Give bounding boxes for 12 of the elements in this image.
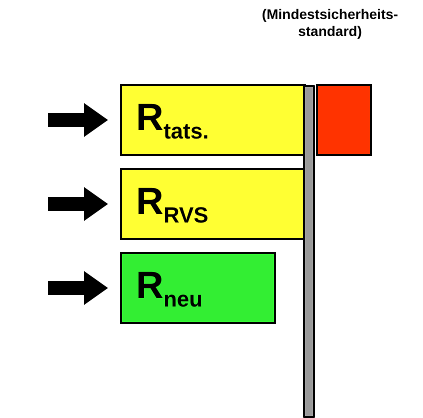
standard-pole bbox=[303, 85, 315, 418]
arrow bbox=[48, 271, 108, 305]
arrow bbox=[48, 103, 108, 137]
risk-box bbox=[120, 252, 276, 324]
risk-box bbox=[120, 168, 306, 240]
excess-risk-box bbox=[316, 84, 372, 156]
arrow bbox=[48, 187, 108, 221]
risk-label: R$_{tats.}$ bbox=[136, 98, 209, 146]
standard-caption: (Mindestsicherheits-standard) bbox=[260, 6, 400, 40]
risk-box bbox=[120, 84, 306, 156]
risk-label: R$_{neu}$ bbox=[136, 266, 203, 314]
risk-label: R$_{RVS}$ bbox=[136, 182, 208, 230]
